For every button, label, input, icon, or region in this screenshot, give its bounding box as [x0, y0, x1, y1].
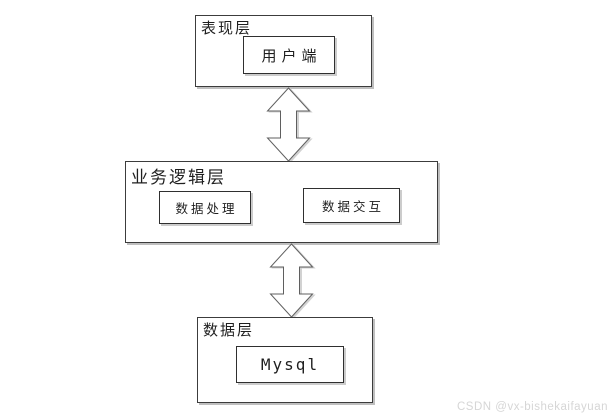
node-data-processing-label: 数据处理 [175, 202, 238, 216]
node-client: 用户端 [243, 36, 335, 74]
layer-box-presentation: 表现层 用户端 [195, 15, 372, 87]
layer-box-business: 业务逻辑层 数据处理 数据交互 [125, 161, 438, 243]
node-mysql-label: Mysql [260, 355, 320, 374]
node-data-interaction-label: 数据交互 [321, 200, 384, 214]
node-client-label: 用户端 [261, 48, 322, 65]
layer-label-business: 业务逻辑层 [131, 168, 226, 187]
layer-label-data: 数据层 [203, 323, 255, 339]
node-data-interaction: 数据交互 [303, 188, 400, 223]
double-arrow-icon-top [266, 87, 311, 162]
double-arrow-shape-top [266, 87, 311, 162]
csdn-watermark: CSDN @vx-bishekaifayuan [456, 401, 608, 413]
node-data-processing: 数据处理 [159, 191, 251, 224]
node-mysql: Mysql [236, 346, 344, 383]
layer-box-data: 数据层 Mysql [197, 317, 373, 403]
double-arrow-icon-bottom [269, 243, 314, 318]
double-arrow-shape-bottom [269, 243, 314, 318]
layer-label-presentation: 表现层 [201, 21, 253, 37]
